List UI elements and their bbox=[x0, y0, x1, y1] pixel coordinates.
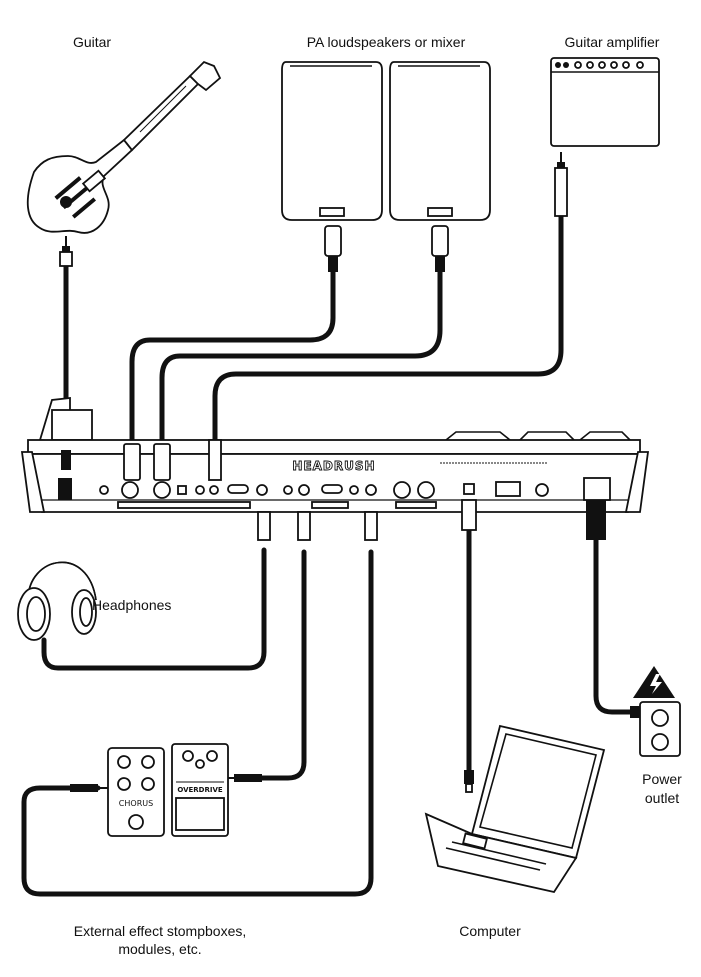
send-jack bbox=[298, 484, 310, 496]
power-label-line1: Power bbox=[642, 771, 682, 787]
phantom-jack bbox=[535, 483, 549, 497]
headphones-icon bbox=[17, 561, 97, 641]
headphones-label: Headphones bbox=[92, 597, 172, 613]
phones-jack bbox=[256, 484, 268, 496]
send-cable bbox=[259, 549, 307, 781]
guitar-icon bbox=[26, 60, 222, 234]
effects-label-line2: modules, etc. bbox=[118, 941, 202, 957]
brand-logo: HEADRUSH bbox=[292, 459, 375, 473]
usb-plug-laptop bbox=[464, 770, 474, 793]
amp-jack-plug bbox=[554, 152, 568, 217]
laptop-icon bbox=[424, 724, 606, 894]
power-cable bbox=[593, 537, 633, 715]
speaker-left-icon bbox=[281, 61, 383, 221]
pedal-overdrive-label: OVERDRIVE bbox=[177, 786, 223, 794]
guitar-jack-plug bbox=[59, 236, 73, 267]
aux-jack bbox=[99, 485, 109, 495]
midi-out-jack bbox=[417, 481, 435, 499]
input-jack bbox=[58, 478, 72, 500]
xlr-plug-right bbox=[431, 225, 449, 272]
return-jack bbox=[365, 484, 377, 496]
midi-in-jack bbox=[393, 481, 411, 499]
return-cable bbox=[21, 549, 374, 897]
xlr-out-left bbox=[121, 481, 139, 499]
amplifier-icon bbox=[550, 57, 660, 147]
device-plugs bbox=[61, 439, 606, 541]
xlr-plug-left bbox=[324, 225, 342, 272]
stompbox-chorus-icon bbox=[107, 747, 165, 837]
power-inlet bbox=[583, 477, 611, 501]
amp-cable bbox=[212, 212, 564, 447]
stompbox-plugs bbox=[70, 774, 262, 792]
usb-port bbox=[463, 483, 475, 495]
pedal-chorus-label: CHORUS bbox=[118, 799, 154, 808]
power-label-line2: outlet bbox=[644, 790, 680, 806]
headrush-device: HEADRUSH bbox=[20, 396, 650, 513]
stompbox-overdrive-icon bbox=[171, 743, 229, 837]
guitar-label: Guitar bbox=[72, 34, 112, 50]
headphones-cable bbox=[41, 547, 267, 671]
xlr-out-right bbox=[153, 481, 171, 499]
ground-lift-switch bbox=[227, 484, 249, 494]
pa-label: PA loudspeakers or mixer bbox=[306, 34, 466, 50]
amp-label: Guitar amplifier bbox=[564, 34, 660, 50]
computer-label: Computer bbox=[459, 923, 521, 939]
power-outlet-icon bbox=[630, 701, 681, 757]
effects-label-line1: External effect stompboxes, bbox=[73, 923, 247, 939]
pa-left-cable bbox=[129, 269, 336, 448]
speaker-right-icon bbox=[389, 61, 491, 221]
pa-right-cable bbox=[159, 269, 443, 448]
warning-icon bbox=[633, 666, 675, 698]
